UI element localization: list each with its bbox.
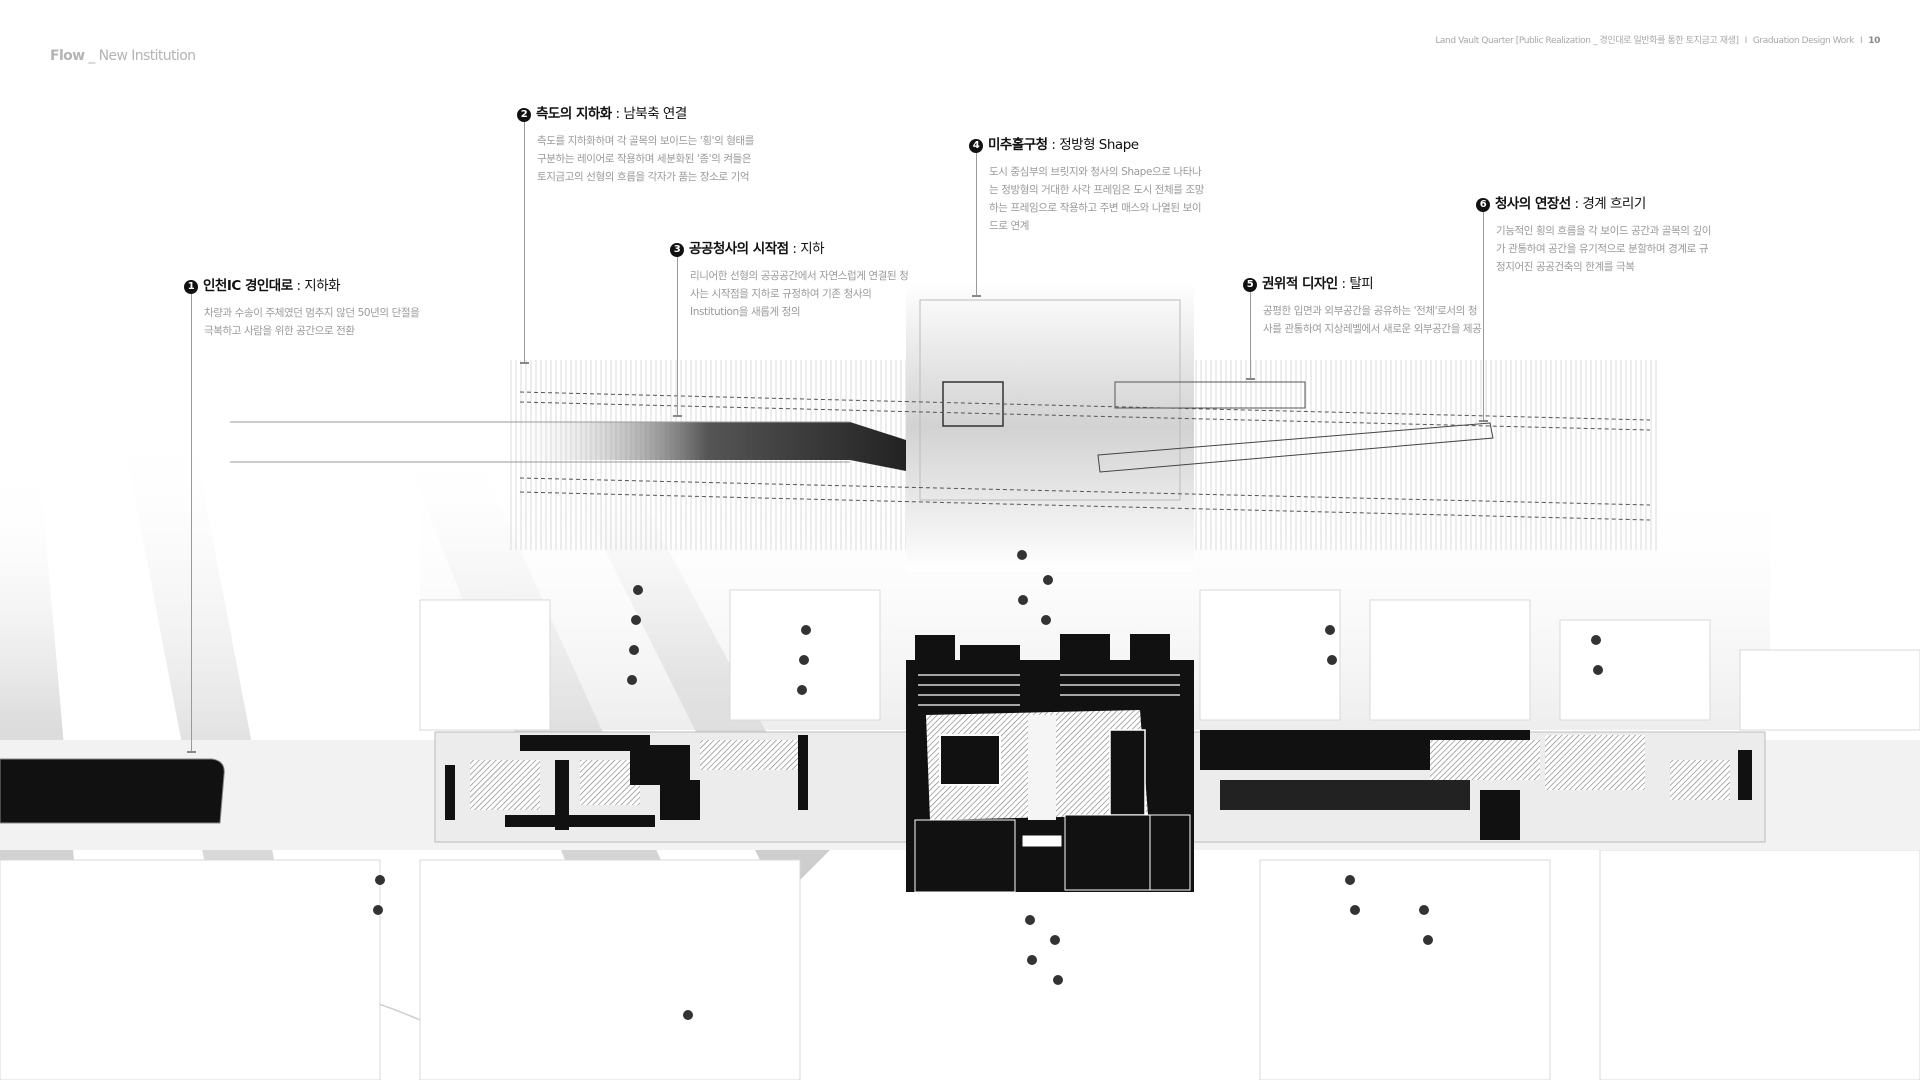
number-badge-icon: 5: [1243, 278, 1257, 292]
annotation-subtitle: : 탈피: [1337, 276, 1374, 292]
annotation-5: 5 권위적 디자인 : 탈피 공평한 입면과 외부공간을 공유하는 '전체'로서의…: [1243, 272, 1483, 338]
annotation-3: 3 공공청사의 시작점 : 지하 리니어한 선형의 공공공간에서 자연스럽게 연결…: [670, 237, 910, 321]
underground-tunnel: [508, 422, 906, 471]
leader-line-2: [520, 120, 529, 364]
leader-line-5: [1246, 290, 1255, 380]
leader-line-4: [972, 151, 981, 297]
extension-bar: [1097, 422, 1494, 473]
annotation-subtitle: : 지하: [788, 241, 825, 257]
annotation-title: 청사의 연장선: [1495, 196, 1571, 212]
bridge-outline: [1114, 381, 1306, 409]
leader-line-6: [1479, 210, 1488, 422]
annotation-subtitle: : 지하화: [292, 278, 341, 294]
annotation-6: 6 청사의 연장선 : 경계 흐리기 기능적인 횡의 흐름을 각 보이드 공간과 …: [1476, 192, 1716, 276]
title-bold: Flow: [50, 48, 85, 64]
glass-frame-tower: [906, 282, 1194, 572]
page-number: 10: [1868, 36, 1880, 46]
city-hall-complex: [906, 634, 1194, 893]
annotation-body: 공평한 입면과 외부공간을 공유하는 '전체'로서의 청사를 관통하여 지상레벨…: [1263, 305, 1482, 335]
annotation-1: 1 인천IC 경인대로 : 지하화 차량과 수송이 주체였던 멈추지 않던 50년…: [184, 274, 424, 340]
sunken-road-ic: [0, 758, 225, 824]
number-badge-icon: 3: [670, 243, 684, 257]
header-sep: I: [1744, 36, 1748, 46]
title-rest: _ New Institution: [84, 48, 196, 64]
header-sep: I: [1860, 36, 1863, 46]
annotation-title: 측도의 지하화: [536, 106, 612, 122]
street-trees: [373, 550, 1603, 1020]
annotation-body: 차량과 수송이 주체였던 멈추지 않던 50년의 단절을 극복하고 사람을 위한…: [204, 307, 420, 337]
page-title: Flow _ New Institution: [50, 48, 196, 64]
page-header: Land Vault Quarter [Public Realization _…: [1435, 33, 1880, 46]
annotation-body: 도시 중심부의 브릿지와 청사의 Shape으로 나타나는 정방형의 거대한 사…: [989, 166, 1205, 232]
annotation-4: 4 미추홀구청 : 정방형 Shape 도시 중심부의 브릿지와 청사의 Shap…: [969, 133, 1209, 235]
annotation-title: 미추홀구청: [988, 137, 1048, 153]
annotation-title: 공공청사의 시작점: [689, 241, 789, 257]
annotation-body: 리니어한 선형의 공공공간에서 자연스럽게 연결된 청사는 시작점을 지하로 규…: [690, 270, 909, 318]
annotation-title: 권위적 디자인: [1262, 276, 1338, 292]
annotation-2: 2 측도의 지하화 : 남북축 연결 측도를 지하화하며 각 골목의 보이드는 '…: [517, 102, 757, 186]
annotation-title: 인천IC 경인대로: [203, 278, 293, 294]
leader-line-1: [187, 292, 196, 753]
annotation-subtitle: : 남북축 연결: [611, 106, 688, 122]
header-work: Graduation Design Work: [1752, 36, 1855, 46]
number-badge-icon: 6: [1476, 198, 1490, 212]
number-badge-icon: 2: [517, 108, 531, 122]
number-badge-icon: 1: [184, 280, 198, 294]
annotation-subtitle: : 정방형 Shape: [1047, 137, 1139, 153]
header-project: Land Vault Quarter [Public Realization _…: [1435, 36, 1739, 46]
annotation-body: 측도를 지하화하며 각 골목의 보이드는 '횡'의 형태를 구분하는 레이어로 …: [537, 135, 755, 183]
leader-line-3: [673, 255, 682, 417]
building-outlines: [0, 589, 1920, 1080]
annotation-subtitle: : 경계 흐리기: [1570, 196, 1647, 212]
annotation-body: 기능적인 횡의 흐름을 각 보이드 공간과 골목의 깊이가 관통하여 공간을 유…: [1496, 225, 1712, 273]
number-badge-icon: 4: [969, 139, 983, 153]
dashed-axis-lines: [519, 391, 1651, 521]
